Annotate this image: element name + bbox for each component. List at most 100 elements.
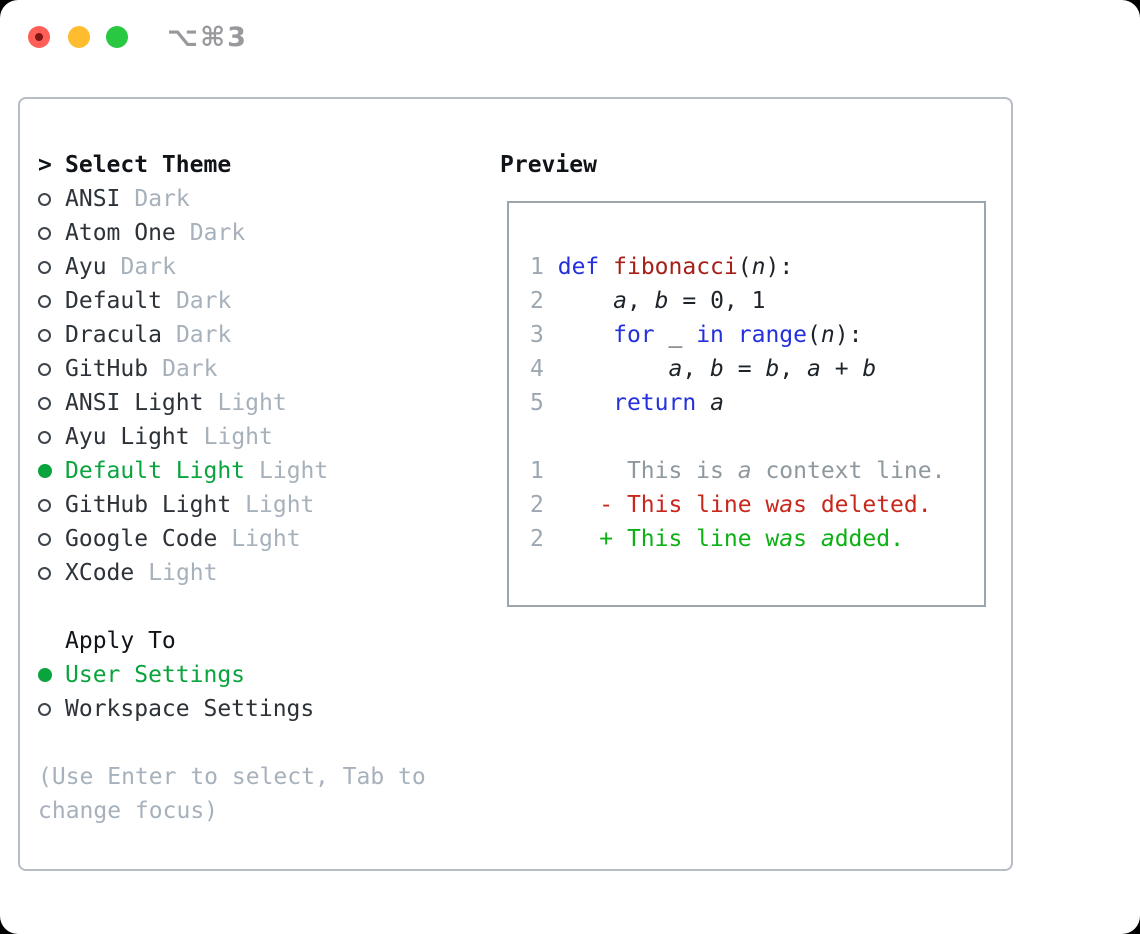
radio-selected-icon [38, 464, 52, 478]
radio-marker [38, 430, 65, 444]
theme-option[interactable]: Ayu Light Light [38, 420, 426, 454]
apply-to-header-row: Apply To [38, 624, 426, 658]
radio-unselected-icon [38, 294, 51, 308]
theme-option-label: Ayu [65, 254, 107, 280]
close-button-dot-icon [35, 33, 43, 41]
code-line: 1 def fibonacci(n): [530, 250, 945, 284]
variant-badge: Light [259, 458, 329, 484]
code-token: s [793, 526, 821, 552]
theme-option-label: Default Light [65, 458, 246, 484]
radio-marker [38, 362, 65, 376]
radio-marker [38, 668, 65, 682]
code-token [544, 288, 613, 314]
code-token: range [737, 322, 808, 348]
help-text: (Use Enter to select, Tab to [38, 764, 426, 790]
code-token: in [696, 322, 724, 348]
apply-to-option[interactable]: Workspace Settings [38, 692, 426, 726]
theme-option-label: ANSI [65, 186, 121, 212]
code-token: ): [834, 322, 863, 348]
code-token [544, 390, 613, 416]
minimize-button[interactable] [68, 26, 90, 48]
theme-option[interactable]: ANSI Dark [38, 182, 426, 216]
radio-unselected-icon [38, 430, 51, 444]
theme-option-label: XCode [65, 560, 135, 586]
radio-unselected-icon [38, 396, 51, 410]
radio-unselected-icon [38, 702, 51, 716]
theme-option-label: Atom One [65, 220, 176, 246]
keyboard-shortcut-label: ⌥⌘3 [167, 22, 248, 53]
code-token: a [737, 458, 752, 484]
code-line: 2 + This line was added. [530, 522, 945, 556]
theme-option-label: Dracula [65, 322, 162, 348]
code-token [544, 254, 558, 280]
code-token: = [723, 356, 766, 382]
theme-option-label: Default [65, 288, 162, 314]
code-token: a [710, 390, 724, 416]
variant-badge: Dark [175, 288, 232, 314]
radio-marker [38, 702, 65, 716]
line-number: 2 [530, 288, 544, 314]
apply-to-header: Apply To [65, 628, 176, 654]
preview-title: Preview [500, 152, 597, 178]
radio-marker [38, 260, 65, 274]
variant-badge: Light [217, 390, 287, 416]
radio-selected-icon [38, 668, 52, 682]
code-token: return [613, 390, 697, 416]
apply-to-option-label: User Settings [65, 662, 246, 688]
code-token: , [682, 356, 711, 382]
line-number: 2 [530, 526, 544, 552]
line-number: 5 [530, 390, 544, 416]
code-token [599, 254, 613, 280]
line-number: 2 [530, 492, 544, 518]
code-token: s deleted. [793, 492, 932, 518]
focus-prompt-icon: > [38, 152, 52, 178]
code-token: a [779, 526, 794, 552]
code-token: fibonacci [613, 254, 738, 280]
code-token: a [779, 492, 794, 518]
apply-to-option[interactable]: User Settings [38, 658, 426, 692]
zoom-button[interactable] [106, 26, 128, 48]
code-token: b [862, 356, 877, 382]
theme-option[interactable]: Default Dark [38, 284, 426, 318]
radio-unselected-icon [38, 192, 51, 206]
radio-marker [38, 396, 65, 410]
theme-list-header: Select Theme [65, 152, 232, 178]
code-token: , [779, 356, 808, 382]
variant-badge: Light [203, 424, 273, 450]
radio-marker [38, 498, 65, 512]
code-token: - This line w [543, 492, 780, 518]
code-token: + [820, 356, 863, 382]
line-number: 4 [530, 356, 544, 382]
code-token [696, 390, 710, 416]
code-line: 3 for _ in range(n): [530, 318, 945, 352]
variant-badge: Dark [134, 186, 190, 212]
code-token [544, 322, 613, 348]
close-button[interactable] [28, 26, 50, 48]
radio-unselected-icon [38, 498, 51, 512]
theme-option[interactable]: Default Light Light [38, 454, 426, 488]
code-token: ( [737, 254, 752, 280]
theme-option[interactable]: Atom One Dark [38, 216, 426, 250]
code-token: ( [807, 322, 821, 348]
theme-list-header-row: > Select Theme [38, 148, 426, 182]
help-text: change focus) [38, 798, 219, 824]
theme-option[interactable]: Dracula Dark [38, 318, 426, 352]
code-token: a [613, 288, 627, 314]
theme-option[interactable]: XCode Light [38, 556, 426, 590]
code-line: 2 a, b = 0, 1 [530, 284, 945, 318]
spacer-row [38, 726, 426, 760]
variant-badge: Dark [189, 220, 246, 246]
code-token [544, 356, 669, 382]
theme-option-label: Ayu Light [65, 424, 190, 450]
apply-to-option-label: Workspace Settings [65, 696, 315, 722]
variant-badge: Light [148, 560, 218, 586]
variant-badge: Dark [175, 322, 232, 348]
